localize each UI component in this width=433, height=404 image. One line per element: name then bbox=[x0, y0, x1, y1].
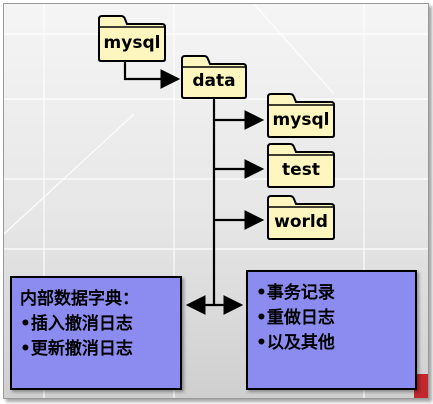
folder-root-mysql: mysql bbox=[97, 14, 167, 62]
arrow-root-to-data bbox=[123, 61, 181, 89]
folder-icon bbox=[181, 55, 247, 99]
folder-icon bbox=[267, 143, 335, 188]
folder-label: world bbox=[274, 211, 328, 232]
left-box-item: •插入撤消日志 bbox=[20, 314, 133, 334]
left-box-title: 内部数据字典： bbox=[20, 289, 139, 309]
folder-label: test bbox=[282, 159, 320, 180]
connector-lines bbox=[123, 61, 265, 315]
folder-label: mysql bbox=[272, 109, 330, 130]
left-box-item: •更新撤消日志 bbox=[20, 339, 133, 359]
right-box-item: •以及其他 bbox=[256, 333, 335, 353]
folder-icon bbox=[267, 195, 335, 240]
right-box-item: •重做日志 bbox=[256, 308, 335, 328]
folder-label: data bbox=[192, 71, 236, 91]
right-box-item: •事务记录 bbox=[256, 283, 335, 303]
folder-icon bbox=[267, 93, 335, 138]
folder-test: test bbox=[266, 142, 336, 188]
folder-label: mysql bbox=[103, 32, 161, 53]
left-info-box: 内部数据字典： •插入撤消日志 •更新撤消日志 bbox=[10, 276, 182, 390]
folder-child-mysql: mysql bbox=[266, 92, 336, 138]
diagram-frame: mysql data mysql test world 内部数据字典 bbox=[3, 3, 429, 399]
corner-accent bbox=[414, 374, 428, 398]
folder-data: data bbox=[180, 54, 248, 99]
folder-icon bbox=[98, 15, 166, 62]
right-info-box: •事务记录 •重做日志 •以及其他 bbox=[246, 270, 417, 390]
folder-world: world bbox=[266, 194, 336, 240]
